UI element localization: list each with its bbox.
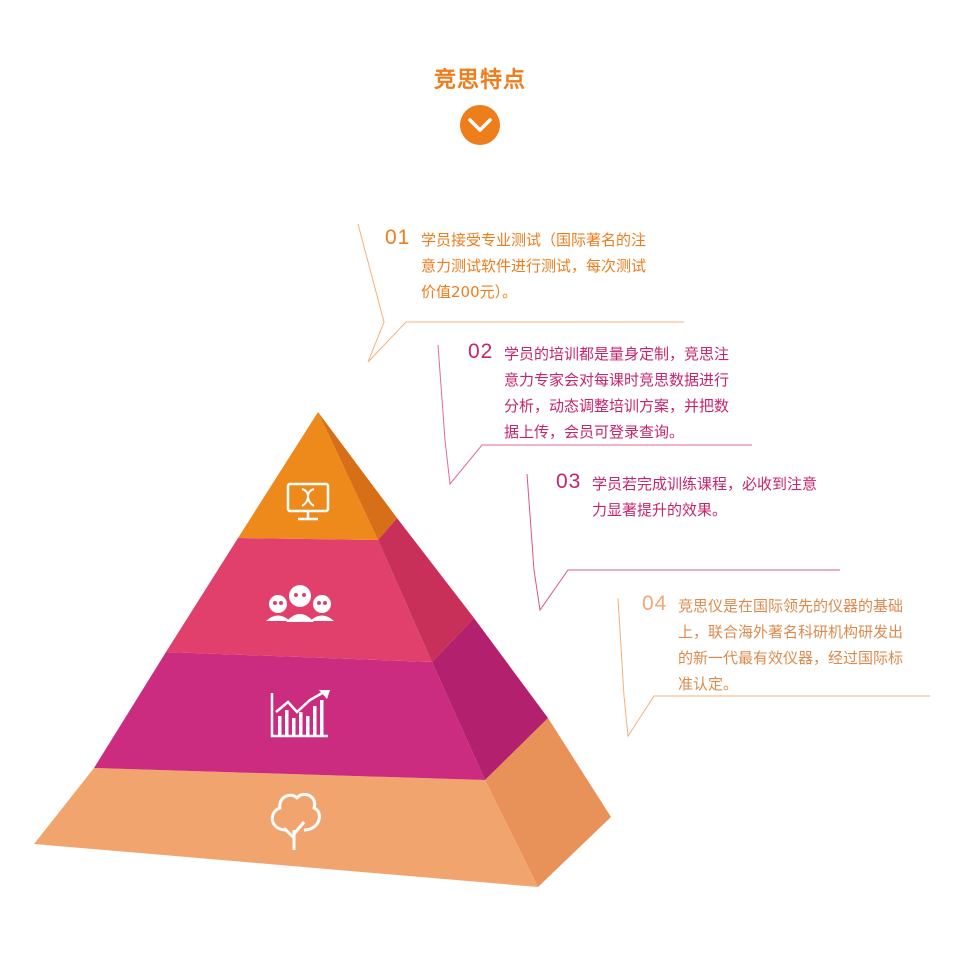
pyramid-tier-4 — [34, 718, 611, 887]
note-text: 学员接受专业测试（国际著名的注 意力测试软件进行测试，每次测试 价值200元）。 — [421, 231, 647, 301]
page-title: 竞思特点 — [433, 68, 526, 93]
note-text: 学员若完成训练课程，必收到注意 力显著提升的效果。 — [592, 475, 818, 519]
pyramid-tier-2 — [166, 518, 474, 662]
callout-frame-01 — [357, 223, 684, 363]
chevron-down-icon — [460, 105, 500, 145]
note-number: 02 — [468, 340, 494, 363]
note-number: 04 — [642, 592, 668, 615]
callout-frame-03 — [526, 473, 840, 612]
note-number: 03 — [556, 470, 582, 493]
note-text: 竞思仪是在国际领先的仪器的基础 上，联合海外著名科研机构研发出 的新一代最有效仪… — [678, 597, 904, 693]
growth-chart-icon — [270, 690, 330, 738]
callout-frame-02 — [437, 344, 752, 486]
callout-frame-04 — [617, 597, 930, 738]
pyramid-tier-3 — [94, 618, 548, 780]
people-group-icon — [266, 585, 334, 622]
pyramid-tier-1 — [238, 412, 397, 540]
tree-icon — [270, 792, 321, 850]
monitor-dna-icon — [286, 482, 330, 521]
note-number: 01 — [385, 226, 411, 249]
note-text: 学员的培训都是量身定制，竞思注 意力专家会对每课时竞思数据进行 分析，动态调整培… — [504, 345, 730, 441]
